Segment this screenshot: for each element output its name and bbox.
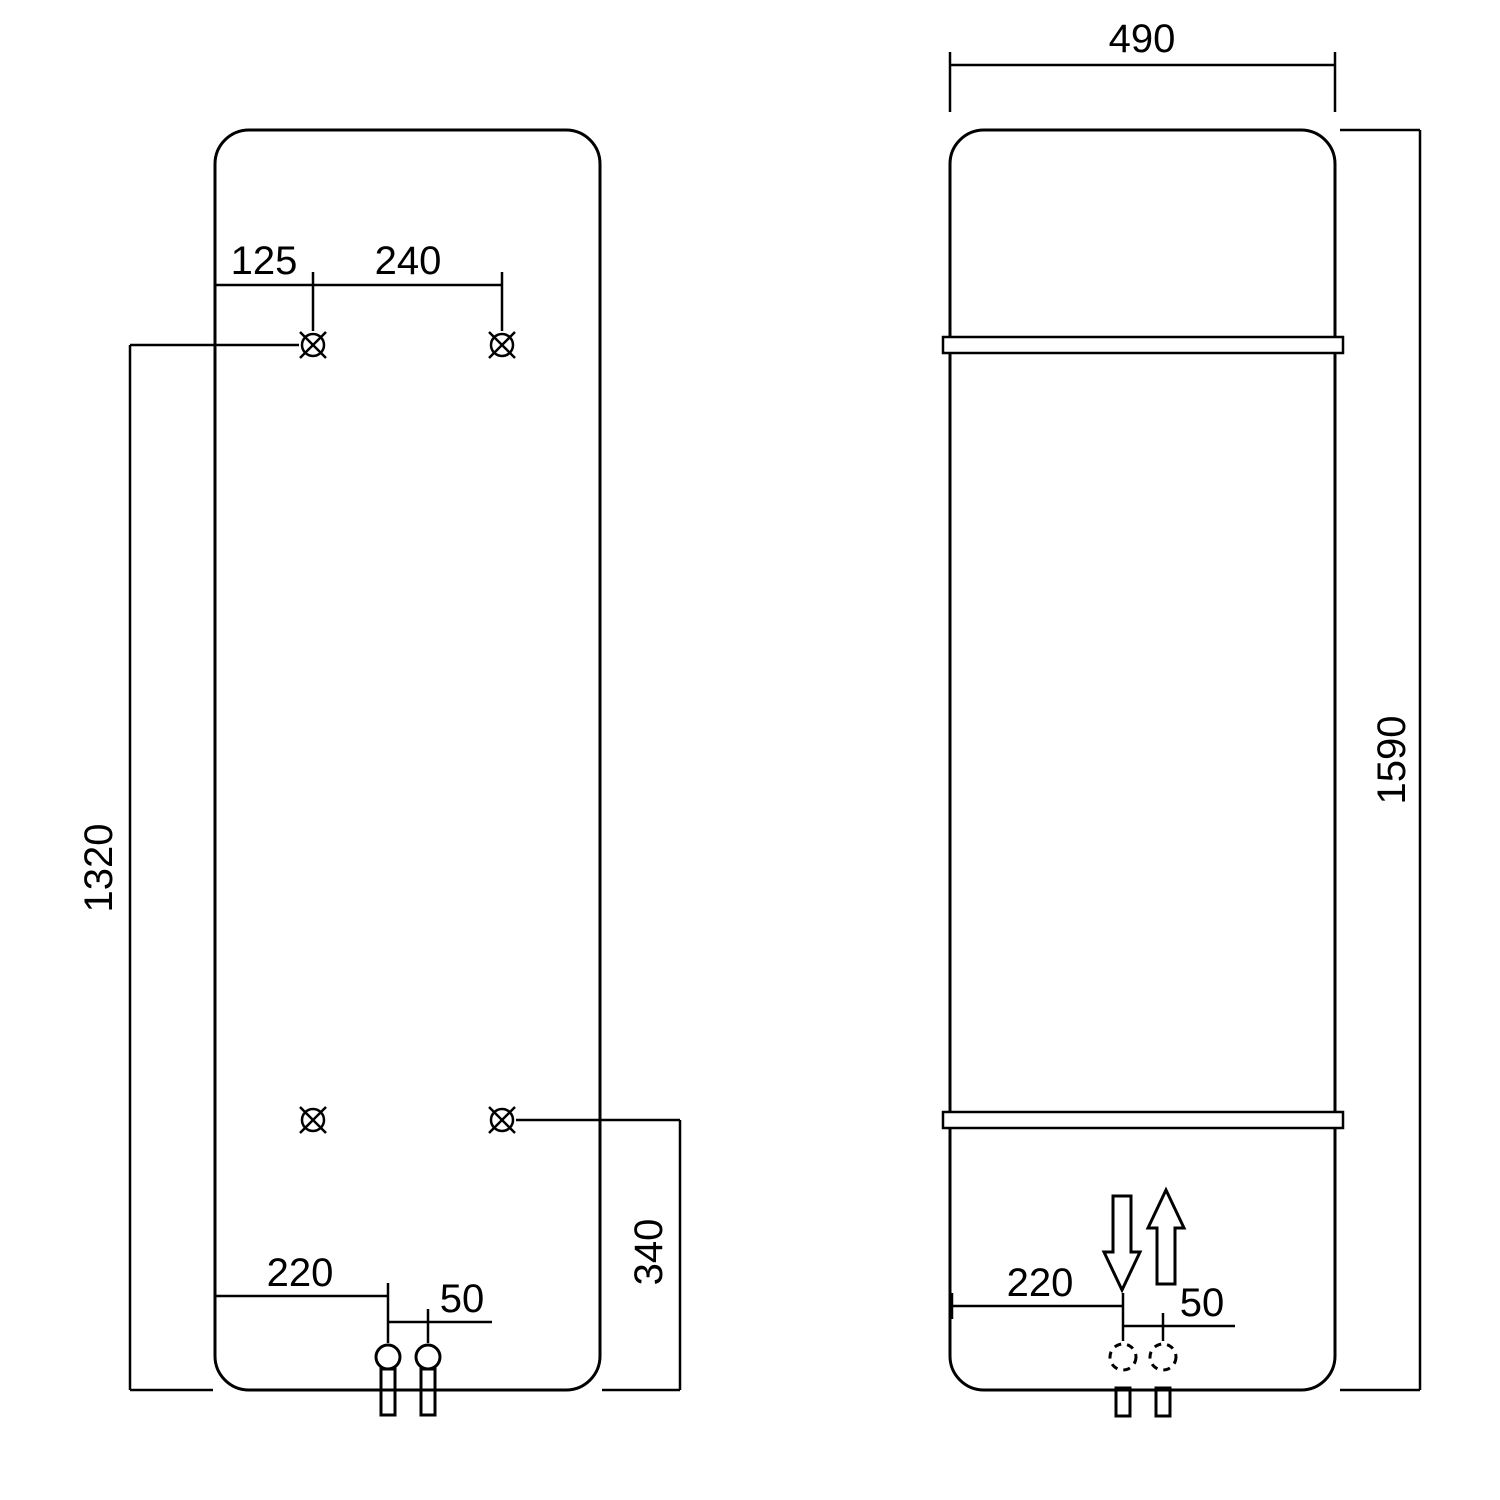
dim-label-pipe-spacing: 50 — [1180, 1281, 1225, 1325]
pipe-connection-left-hidden — [1108, 1342, 1138, 1418]
front-panel-outline — [948, 128, 1337, 1392]
dim-label-pipe-spacing: 50 — [440, 1277, 485, 1321]
dim-label-hole-left-offset: 125 — [231, 239, 298, 283]
rear-panel-outline — [213, 128, 602, 1392]
pipe-connection-left — [374, 1343, 402, 1417]
dim-label-height: 1590 — [1370, 716, 1414, 805]
dim-hole-offset: 125 240 — [213, 239, 504, 331]
dim-pipe-spacing-rear: 50 — [388, 1277, 492, 1343]
dim-pipe-spacing-front: 50 — [1123, 1281, 1235, 1341]
dim-label-hole-spacing: 240 — [375, 239, 442, 283]
pipe-connection-right — [414, 1343, 442, 1417]
dim-label-pipe-offset: 220 — [267, 1251, 334, 1295]
dim-pipe-offset-rear: 220 — [213, 1251, 390, 1343]
rear-view: 125 240 1320 — [77, 128, 682, 1417]
pipe-connection-right-hidden — [1148, 1342, 1178, 1418]
top-collector-band — [941, 335, 1345, 355]
dim-label-pipe-offset: 220 — [1007, 1261, 1074, 1305]
mounting-hole-bottom-left — [299, 1106, 327, 1134]
mounting-hole-top-right — [488, 331, 516, 359]
front-view: 490 1590 220 50 — [941, 17, 1422, 1418]
flow-arrow-down-icon — [1101, 1194, 1143, 1294]
dim-label-hole-height: 1320 — [77, 824, 121, 913]
bottom-collector-band — [941, 1110, 1345, 1130]
dim-label-hole-bottom-height: 340 — [627, 1219, 671, 1286]
dim-hole-height: 1320 — [77, 343, 299, 1392]
dim-width: 490 — [948, 17, 1337, 112]
dim-height: 1590 — [1340, 128, 1422, 1392]
mounting-hole-top-left — [299, 331, 327, 359]
dim-pipe-offset-front: 220 — [950, 1261, 1125, 1341]
flow-arrow-up-icon — [1145, 1186, 1187, 1286]
dim-hole-bottom-height: 340 — [516, 1118, 682, 1392]
dim-label-width: 490 — [1109, 17, 1176, 61]
mounting-hole-bottom-right — [488, 1106, 516, 1134]
